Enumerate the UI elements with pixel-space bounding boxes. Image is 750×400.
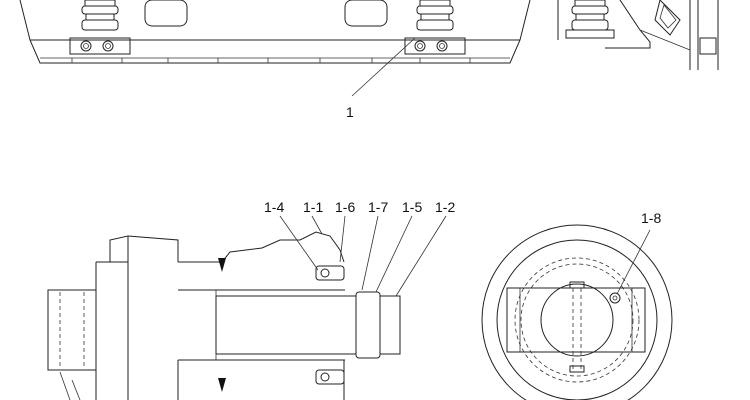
callout-1-5: 1-5: [402, 199, 422, 215]
callout-1-1: 1-1: [303, 199, 323, 215]
callout-1-8: 1-8: [641, 210, 661, 226]
carrier-roller-left: [69, 0, 131, 55]
callout-1-2: 1-2: [435, 199, 455, 215]
callout-1-6: 1-6: [335, 199, 355, 215]
roller-section-view: 1-4 1-1 1-6 1-7 1-5 1-2: [47, 199, 455, 400]
callout-1-4: 1-4: [264, 199, 284, 215]
track-frame-view: 1: [19, 0, 531, 120]
callout-assembly: 1: [346, 104, 354, 120]
carrier-roller-right: [404, 0, 466, 55]
callout-1-7: 1-7: [368, 199, 388, 215]
side-view: [557, 0, 719, 70]
roller-end-view: 1-8: [481, 210, 673, 400]
